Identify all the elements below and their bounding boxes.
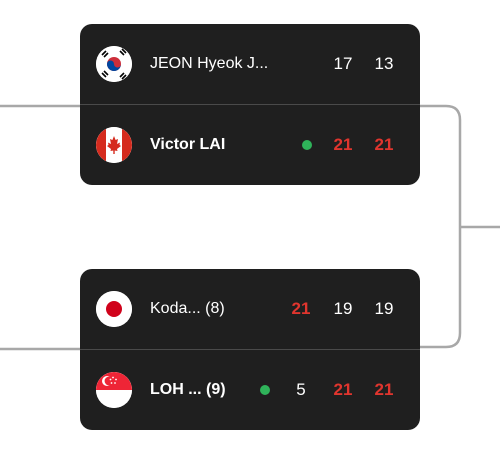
player-row[interactable]: JEON Hyeok J... 17 13 (80, 24, 420, 104)
game-score: 19 (333, 299, 353, 318)
game-score: 5 (296, 380, 306, 399)
match-card-2[interactable]: Koda... (8) 21 19 19 LOH ... (9) 5 21 21 (80, 269, 420, 430)
player-name: LOH ... (9) (150, 381, 226, 398)
game-score: 13 (374, 54, 394, 73)
game-score: 17 (333, 54, 353, 73)
game-score: 21 (374, 135, 394, 154)
game-score: 21 (291, 299, 311, 318)
canada-flag-icon (96, 127, 132, 163)
singapore-flag-icon (96, 372, 132, 408)
game-score: 21 (333, 380, 353, 399)
player-name: Koda... (8) (150, 300, 225, 317)
player-name: JEON Hyeok J... (150, 55, 269, 72)
serving-indicator-dot (260, 385, 270, 395)
player-row[interactable]: Victor LAI 21 21 (80, 105, 420, 185)
player-row[interactable]: Koda... (8) 21 19 19 (80, 269, 420, 349)
game-score: 21 (374, 380, 394, 399)
match-card-1[interactable]: JEON Hyeok J... 17 13 Victor LAI 21 21 (80, 24, 420, 185)
serving-indicator-dot (302, 140, 312, 150)
game-score: 19 (374, 299, 394, 318)
row-divider (80, 349, 420, 350)
player-row[interactable]: LOH ... (9) 5 21 21 (80, 350, 420, 430)
row-divider (80, 104, 420, 105)
game-score: 21 (333, 135, 353, 154)
player-name: Victor LAI (150, 136, 226, 153)
japan-flag-icon (96, 291, 132, 327)
south-korea-flag-icon (96, 46, 132, 82)
